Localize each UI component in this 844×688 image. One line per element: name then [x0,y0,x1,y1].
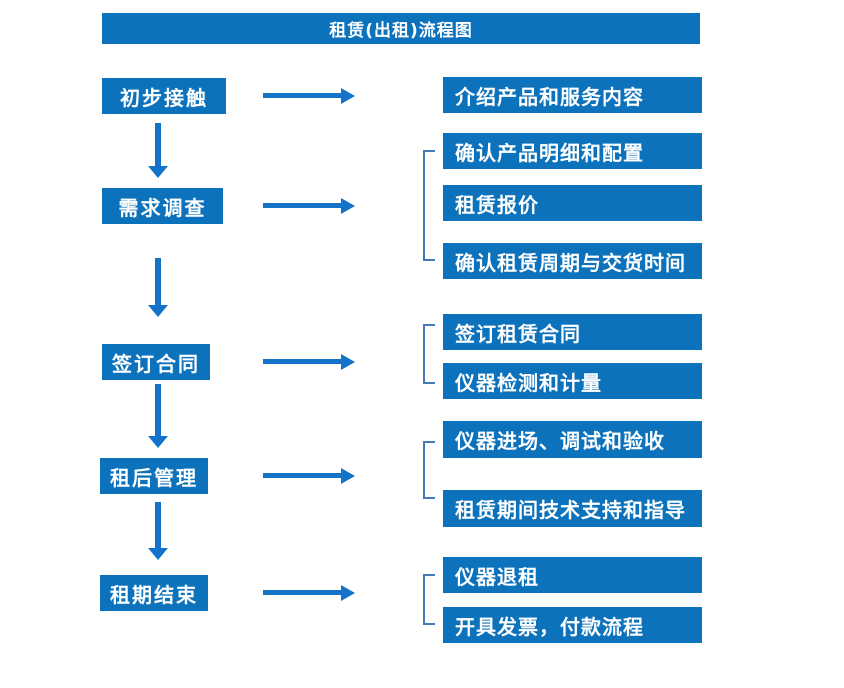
arrow-shaft [155,502,161,548]
arrow-down-icon [148,258,168,317]
detail-box-invoice-payment-process: 开具发票，付款流程 [443,607,702,643]
arrow-head [341,88,355,104]
arrow-shaft [155,258,161,305]
arrow-shaft [263,590,342,595]
arrow-shaft [155,123,161,166]
arrow-head [341,354,355,370]
detail-box-confirm-rental-period-delivery: 确认租赁周期与交货时间 [443,243,702,279]
arrow-shaft [263,473,342,478]
arrow-shaft [263,359,342,364]
stage-box-demand-survey: 需求调查 [102,188,223,224]
arrow-right-icon [263,468,355,484]
detail-box-instrument-return: 仪器退租 [443,557,702,593]
bracket-demand-survey-group [423,150,435,261]
detail-box-introduce-products-services: 介绍产品和服务内容 [443,77,702,113]
arrow-head [341,585,355,601]
arrow-shaft [155,384,161,436]
diagram-title: 租赁(出租)流程图 [102,13,700,44]
detail-box-sign-rental-contract: 签订租赁合同 [443,314,702,350]
arrow-down-icon [148,502,168,560]
arrow-down-icon [148,123,168,178]
arrow-head [148,548,168,560]
detail-box-instrument-inspection-calibration: 仪器检测和计量 [443,363,702,399]
arrow-head [148,305,168,317]
stage-box-post-rental-management: 租后管理 [100,458,208,494]
arrow-head [148,436,168,448]
detail-box-confirm-product-details-config: 确认产品明细和配置 [443,133,702,169]
arrow-head [341,198,355,214]
arrow-head [148,166,168,178]
bracket-rental-end-group [423,574,435,625]
arrow-down-icon [148,384,168,448]
arrow-right-icon [263,88,355,104]
arrow-shaft [263,203,342,208]
detail-box-rental-quotation: 租赁报价 [443,185,702,221]
detail-box-instrument-arrival-commissioning-acceptance: 仪器进场、调试和验收 [443,421,702,458]
detail-box-rental-technical-support: 租赁期间技术支持和指导 [443,490,702,527]
stage-box-sign-contract: 签订合同 [102,344,210,380]
bracket-sign-contract-group [423,324,435,384]
arrow-right-icon [263,198,355,214]
arrow-shaft [263,93,342,98]
arrow-right-icon [263,585,355,601]
arrow-head [341,468,355,484]
bracket-post-rental-group [423,441,435,499]
stage-box-initial-contact: 初步接触 [102,78,226,114]
stage-box-rental-period-end: 租期结束 [100,575,208,611]
arrow-right-icon [263,354,355,370]
